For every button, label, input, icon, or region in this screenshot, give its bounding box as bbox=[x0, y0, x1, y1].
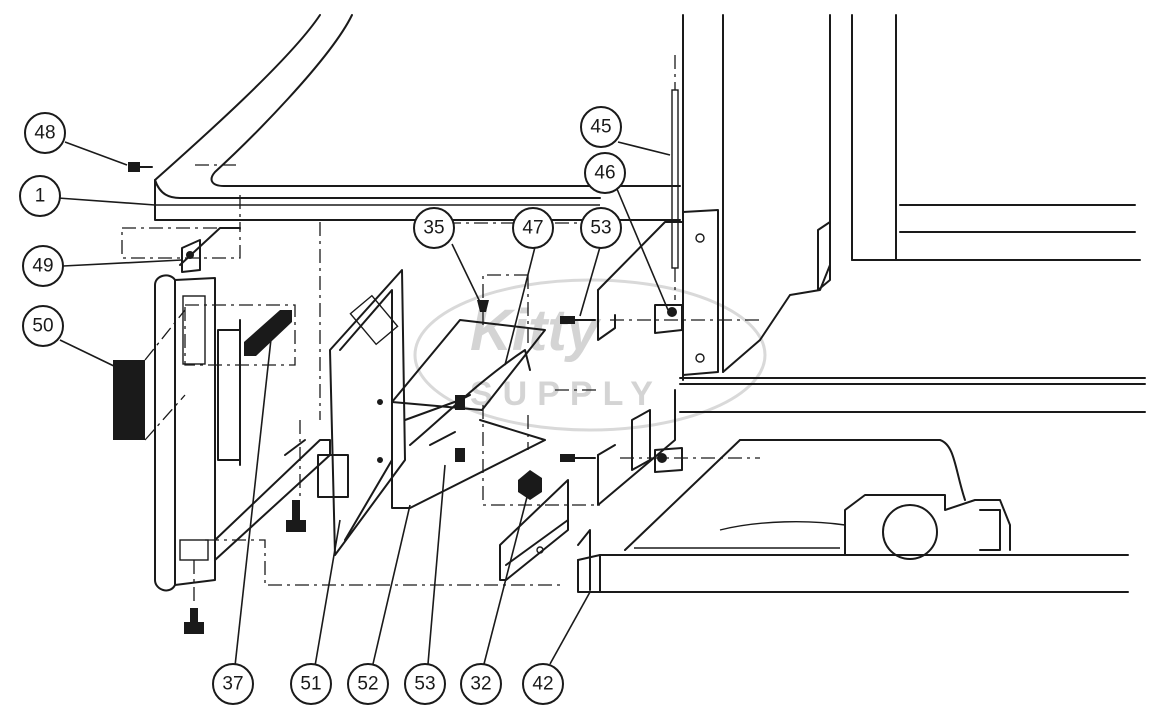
callout-52-label: 52 bbox=[357, 674, 378, 695]
lower-rail-part-42 bbox=[577, 439, 1129, 593]
callout-45: 45 bbox=[580, 106, 622, 148]
door-panel bbox=[121, 227, 560, 592]
bracket-part-52 bbox=[391, 319, 546, 509]
callout-52: 52 bbox=[347, 663, 389, 705]
assembly-dashed-lines bbox=[195, 164, 760, 506]
callout-49: 49 bbox=[22, 245, 64, 287]
callout-50-label: 50 bbox=[32, 316, 53, 337]
callout-37-label: 37 bbox=[222, 674, 243, 695]
callout-35-label: 35 bbox=[423, 218, 444, 239]
block-part-50 bbox=[113, 309, 186, 441]
callout-1-label: 1 bbox=[35, 186, 46, 207]
callout-45-label: 45 bbox=[590, 117, 611, 138]
callout-46: 46 bbox=[584, 152, 626, 194]
hinge-bracket bbox=[597, 209, 719, 506]
rod-part-45 bbox=[671, 55, 679, 300]
callout-49-label: 49 bbox=[32, 256, 53, 277]
motor-bracket-assembly bbox=[844, 494, 1011, 560]
watermark-line2: SUPPLY bbox=[470, 375, 663, 413]
callout-47: 47 bbox=[512, 207, 554, 249]
callout-48-label: 48 bbox=[34, 123, 55, 144]
callout-42-label: 42 bbox=[532, 674, 553, 695]
callout-50: 50 bbox=[22, 305, 64, 347]
callout-53-bottom-label: 53 bbox=[414, 674, 435, 695]
callout-32: 32 bbox=[460, 663, 502, 705]
callout-53-bottom: 53 bbox=[404, 663, 446, 705]
callout-51: 51 bbox=[290, 663, 332, 705]
callout-35: 35 bbox=[413, 207, 455, 249]
leader-lines bbox=[57, 141, 671, 667]
watermark: Kitty SUPPLY bbox=[413, 278, 767, 432]
callout-1: 1 bbox=[19, 175, 61, 217]
callout-46-label: 46 bbox=[594, 163, 615, 184]
callout-53-top-label: 53 bbox=[590, 218, 611, 239]
watermark-line1: Kitty bbox=[470, 298, 602, 363]
callout-47-label: 47 bbox=[522, 218, 543, 239]
callout-37: 37 bbox=[212, 663, 254, 705]
magnet-part-37 bbox=[244, 310, 292, 356]
right-cabinet-frame bbox=[679, 14, 1146, 413]
bottom-bracket bbox=[499, 479, 569, 581]
callout-53-top: 53 bbox=[580, 207, 622, 249]
callout-48: 48 bbox=[24, 112, 66, 154]
callout-51-label: 51 bbox=[300, 674, 321, 695]
back-plate-part-51 bbox=[317, 269, 406, 556]
callout-32-label: 32 bbox=[470, 674, 491, 695]
callout-42: 42 bbox=[522, 663, 564, 705]
cabinet-top-part bbox=[154, 14, 681, 221]
latch-part-32 bbox=[518, 470, 542, 500]
